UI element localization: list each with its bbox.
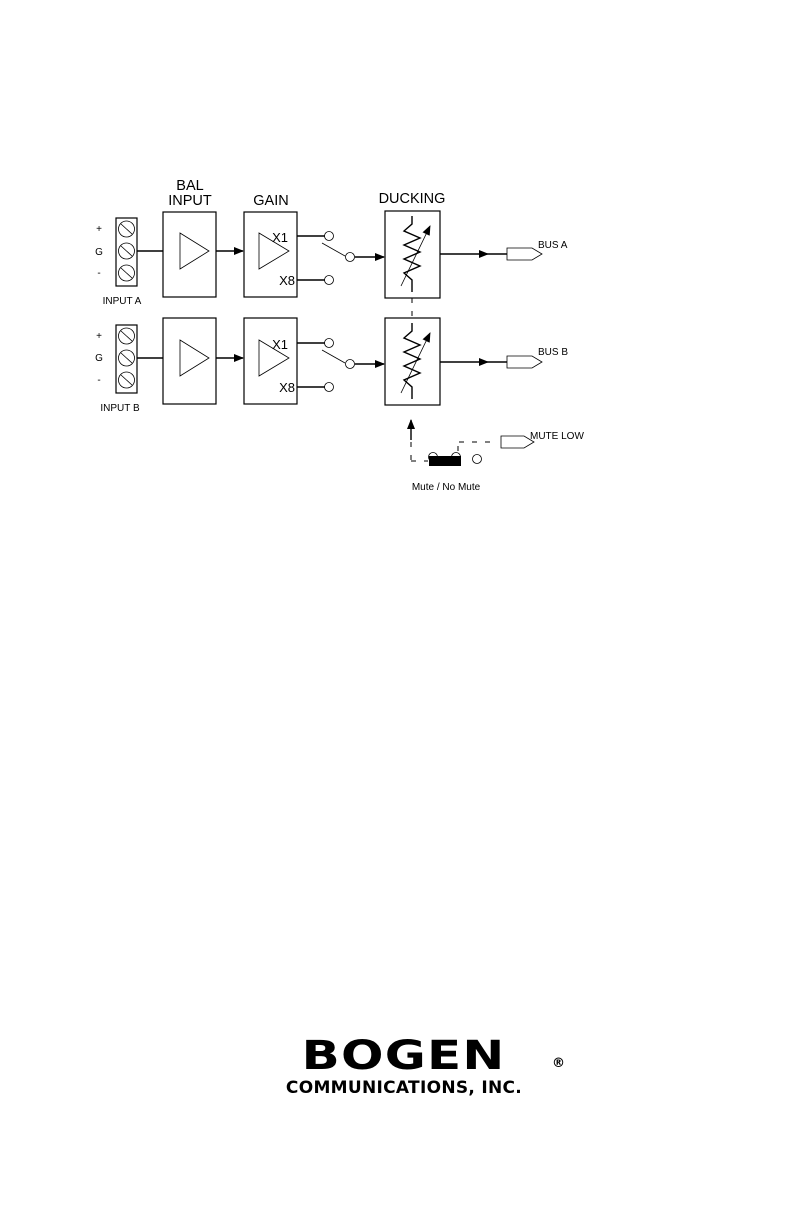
bal-input-block-b [163,318,216,404]
gain-switch-lever-b[interactable] [322,350,345,363]
gain-header: GAIN [253,193,288,209]
terminal-minus-label-b: - [97,375,100,386]
switch-contact-icon [473,455,482,464]
bal-input-header-line2: INPUT [168,193,212,209]
switch-pivot-icon [346,253,355,262]
switch-contact-icon [325,339,334,348]
switch-contact-icon [325,276,334,285]
switch-pivot-icon [346,360,355,369]
mute-switch-label: Mute / No Mute [412,482,481,493]
bogen-logo: BOGEN ® COMMUNICATIONS, INC. [249,1036,559,1098]
registered-mark: ® [552,1056,565,1071]
gain-x1-label-b: X1 [272,337,288,352]
gain-x1-label-a: X1 [272,230,288,245]
terminal-plus-label-a: + [96,224,102,235]
mute-low-label: MUTE LOW [530,431,584,442]
gain-x8-label-a: X8 [279,273,295,288]
channel-b: + G - INPUT B X1 X8 BUS B [95,318,568,414]
mute-switch-actuator[interactable] [429,456,461,466]
bus-b-connector-icon [507,356,542,368]
mute-control: MUTE LOW Mute / No Mute [411,420,584,493]
bus-a-label: BUS A [538,240,568,251]
terminal-ground-label-a: G [95,247,103,258]
bal-input-block-a [163,212,216,297]
channel-a: + G - INPUT A X1 X8 BUS A [95,211,568,307]
logo-wordmark: BOGEN [302,1036,506,1076]
input-b-label: INPUT B [100,403,140,414]
terminal-minus-label-a: - [97,268,100,279]
switch-contact-icon [325,383,334,392]
gain-x8-label-b: X8 [279,380,295,395]
bus-b-label: BUS B [538,347,568,358]
bal-input-header-line1: BAL [176,178,203,194]
bus-a-connector-icon [507,248,542,260]
block-diagram: BAL INPUT GAIN DUCKING + G - INPUT A X1 … [0,0,793,520]
logo-subtitle: COMMUNICATIONS, INC. [249,1078,559,1098]
terminal-plus-label-b: + [96,331,102,342]
gain-switch-lever-a[interactable] [322,243,345,256]
switch-contact-icon [325,232,334,241]
input-a-label: INPUT A [103,296,142,307]
ducking-header: DUCKING [379,191,446,207]
terminal-ground-label-b: G [95,353,103,364]
